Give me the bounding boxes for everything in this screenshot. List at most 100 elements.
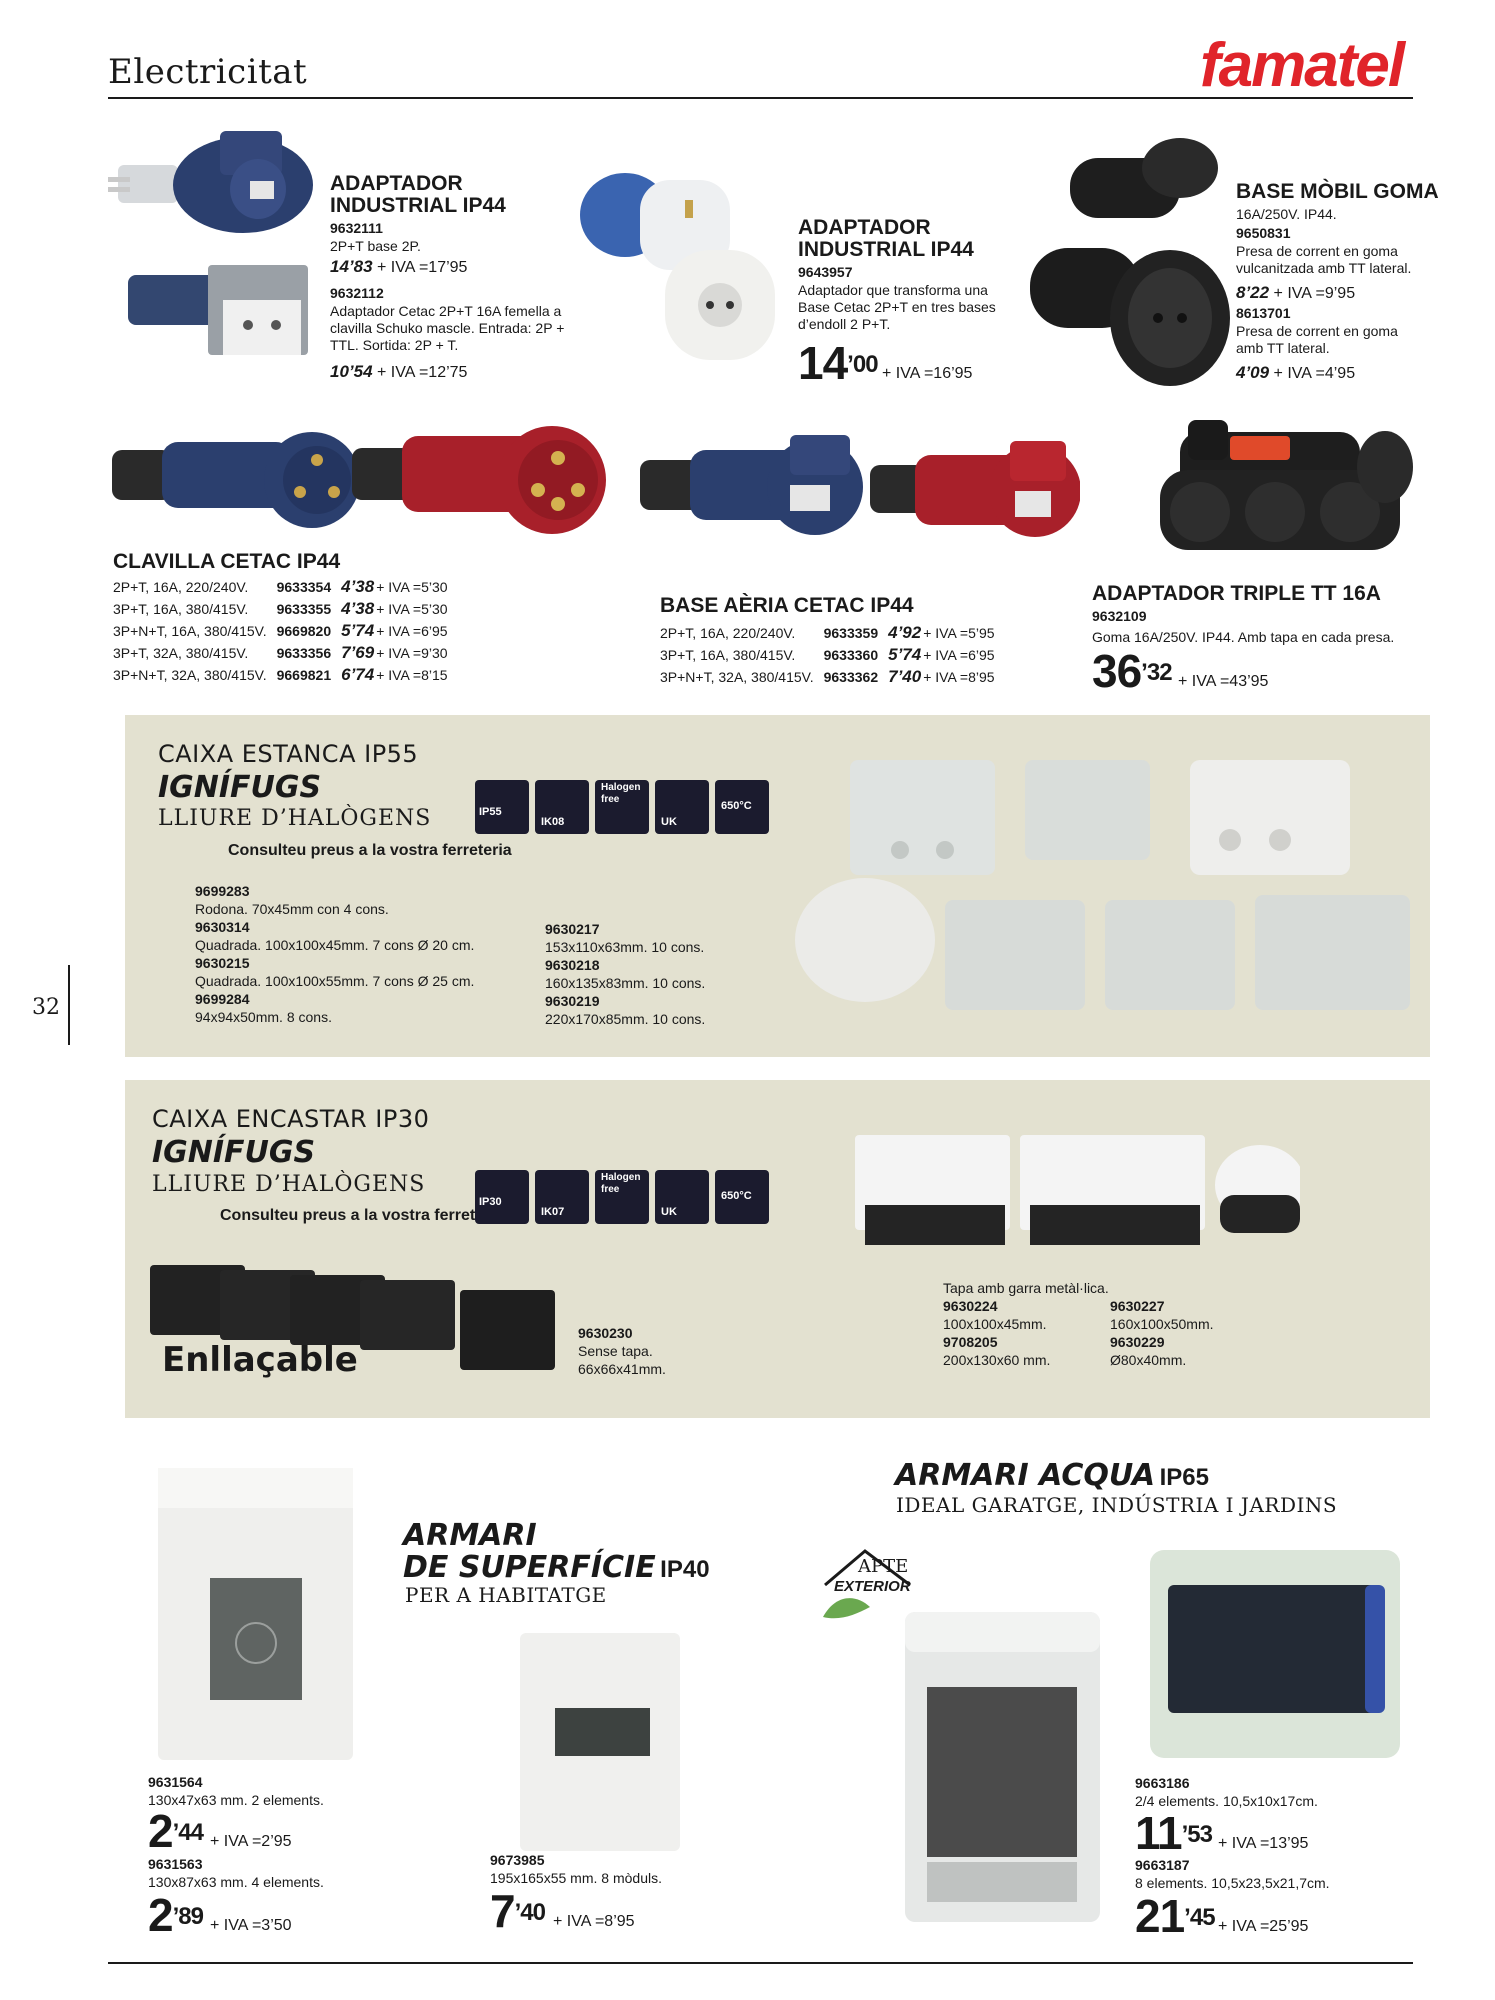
clavilla-price: 4’38 <box>341 599 375 618</box>
adaptador-ip44-left-iva2: + IVA =12’75 <box>377 364 468 381</box>
armari-acqua-item2-code: 9663187 <box>1135 1857 1190 1873</box>
armari-superficie-item3-price: 7’40 <box>490 1888 546 1934</box>
halogen-free-icon-2: Halogen free <box>595 1170 649 1224</box>
caixa-encastar-item-desc2: 66x66x41mm. <box>578 1361 666 1377</box>
clavilla-price: 5’74 <box>341 621 375 640</box>
armari-acqua-item1-dec: ’53 <box>1181 1821 1213 1848</box>
armari-acqua-item1-code: 9663186 <box>1135 1775 1190 1791</box>
adaptador-ip44-left-ref2: 9632112 <box>330 285 384 301</box>
clavilla-spec: 3P+T, 16A, 380/415V. <box>113 601 249 617</box>
adaptador-triple-price: 36’32 <box>1092 645 1173 697</box>
list-item-code: 9630227 <box>1110 1298 1165 1314</box>
adaptador-ip44-mid-price-int: 14 <box>798 337 848 389</box>
base-mobil-price1-row: 8’22 + IVA =9’95 <box>1236 283 1355 303</box>
adaptador-ip44-left-price2: 10’54 <box>330 362 373 381</box>
adaptador-ip44-mid-price-dec: ’00 <box>847 351 878 378</box>
adaptador-ip44-left-price2-row: 10’54 + IVA =12’75 <box>330 362 467 382</box>
temperature-icon-2: 650°C <box>715 1170 769 1224</box>
base-aeria-iva: + IVA =5’95 <box>923 625 995 641</box>
armari-acqua-small-image <box>905 1612 1100 1922</box>
list-item-code: 9708205 <box>943 1334 998 1350</box>
clavilla-price: 4’38 <box>341 577 375 596</box>
armari-superficie-item2-code: 9631563 <box>148 1856 203 1872</box>
enllacable-label: Enllaçable <box>162 1340 358 1380</box>
armari-superficie-title2: DE SUPERFÍCIE <box>403 1550 656 1585</box>
caixa-estanca-bold: IGNÍFUGS <box>158 770 322 805</box>
adaptador-ip44-mid-desc: Adaptador que transforma una Base Cetac … <box>798 282 996 332</box>
base-aeria-price: 7’40 <box>888 667 922 686</box>
uv-sun-icon-2: UK <box>655 1170 709 1224</box>
ik07-icon: IK07 <box>535 1170 589 1224</box>
armari-superficie-title1: ARMARI <box>403 1518 537 1553</box>
armari-acqua-item1-price: 11’53 <box>1135 1807 1213 1859</box>
caixa-encastar-item-desc1: Sense tapa. <box>578 1343 653 1359</box>
armari-superficie-item2-desc: 130x87x63 mm. 4 elements. <box>148 1874 324 1890</box>
brand-logo: famatel <box>1200 31 1405 100</box>
armari-superficie-item1-int: 2 <box>148 1805 174 1857</box>
caixa-encastar-consult: Consulteu preus a la vostra ferreteria <box>220 1207 504 1224</box>
list-item-code: 9630215 <box>195 955 250 971</box>
list-item-code: 9630229 <box>1110 1334 1165 1350</box>
clavilla-iva: + IVA =8’15 <box>376 667 448 683</box>
base-mobil-image <box>1030 138 1230 386</box>
armari-superficie-item1-price: 2’44 <box>148 1805 204 1857</box>
apte-exterior-icon <box>823 1549 911 1619</box>
base-aeria-spec: 3P+T, 16A, 380/415V. <box>660 647 796 663</box>
base-aeria-iva: + IVA =8’95 <box>923 669 995 685</box>
armari-acqua-sub: IDEAL GARATGE, INDÚSTRIA I JARDINS <box>896 1493 1338 1517</box>
clavilla-price: 6’74 <box>341 665 375 684</box>
clavilla-spec: 3P+T, 32A, 380/415V. <box>113 645 249 661</box>
clavilla-spec: 3P+N+T, 16A, 380/415V. <box>113 623 267 639</box>
clavilla-code: 9669821 <box>276 667 332 683</box>
armari-superficie-item2-iva: + IVA =3’50 <box>210 1917 292 1934</box>
armari-superficie-item2-price: 2’89 <box>148 1892 204 1938</box>
adaptador-ip44-mid-iva: + IVA =16’95 <box>882 365 973 382</box>
footer-rule <box>108 1962 1413 1964</box>
list-item-desc: Quadrada. 100x100x45mm. 7 cons Ø 20 cm. <box>195 937 475 953</box>
list-item-desc: Rodona. 70x45mm con 4 cons. <box>195 901 389 917</box>
section-title: Electricitat <box>108 52 308 92</box>
adaptador-ip44-mid-title: ADAPTADOR INDUSTRIAL IP44 <box>798 216 974 261</box>
armari-acqua-item2-price: 21’45 <box>1135 1893 1216 1939</box>
page-number-bar <box>68 965 70 1045</box>
caixa-encastar-image <box>855 1135 1300 1245</box>
caixa-encastar-enllacable-image <box>150 1265 555 1370</box>
base-aeria-code: 9633360 <box>823 647 879 663</box>
armari-superficie-small-image <box>158 1468 353 1760</box>
armari-acqua-item2-dec: ’45 <box>1184 1904 1215 1931</box>
caixa-encastar-serif: LLIURE D’HALÒGENS <box>152 1172 426 1197</box>
adaptador-ip44-mid-price: 14’00 <box>798 337 879 389</box>
armari-superficie-item2-dec: ’89 <box>172 1903 204 1930</box>
armari-acqua-item1-iva: + IVA =13’95 <box>1218 1835 1309 1852</box>
list-item-desc: 94x94x50mm. 8 cons. <box>195 1009 332 1025</box>
clavilla-iva: + IVA =6’95 <box>376 623 448 639</box>
armari-superficie-item3-dec: ’40 <box>514 1899 546 1926</box>
base-aeria-code: 9633362 <box>823 669 879 685</box>
adaptador-triple-iva: + IVA =43’95 <box>1178 673 1269 690</box>
armari-acqua-ip: IP65 <box>1159 1464 1209 1491</box>
adaptador-ip44-left-desc1: 2P+T base 2P. <box>330 238 421 254</box>
armari-acqua-title-row: ARMARI ACQUA IP65 <box>895 1460 1209 1492</box>
exterior-label: EXTERIOR <box>834 1578 911 1595</box>
page-number: 32 <box>32 995 60 1020</box>
list-item-code: 9699283 <box>195 883 250 899</box>
adaptador-ip44-left-desc2: Adaptador Cetac 2P+T 16A femella a clavi… <box>330 303 565 353</box>
uv-sun-icon: UK <box>655 780 709 834</box>
base-mobil-desc1: Presa de corrent en goma vulcanitzada am… <box>1236 243 1412 276</box>
adaptador-triple-price-int: 36 <box>1092 645 1142 697</box>
adaptador-ip44-left-price1-row: 14’83 + IVA =17’95 <box>330 257 467 277</box>
armari-acqua-item1-int: 11 <box>1135 1807 1183 1859</box>
base-mobil-iva2: + IVA =4’95 <box>1273 365 1356 382</box>
base-aeria-code: 9633359 <box>823 625 879 641</box>
adaptador-triple-desc: Goma 16A/250V. IP44. Amb tapa en cada pr… <box>1092 629 1395 645</box>
clavilla-iva: + IVA =5’30 <box>376 601 448 617</box>
armari-superficie-item1-iva: + IVA =2’95 <box>210 1833 292 1850</box>
armari-superficie-item1-desc: 130x47x63 mm. 2 elements. <box>148 1792 324 1808</box>
